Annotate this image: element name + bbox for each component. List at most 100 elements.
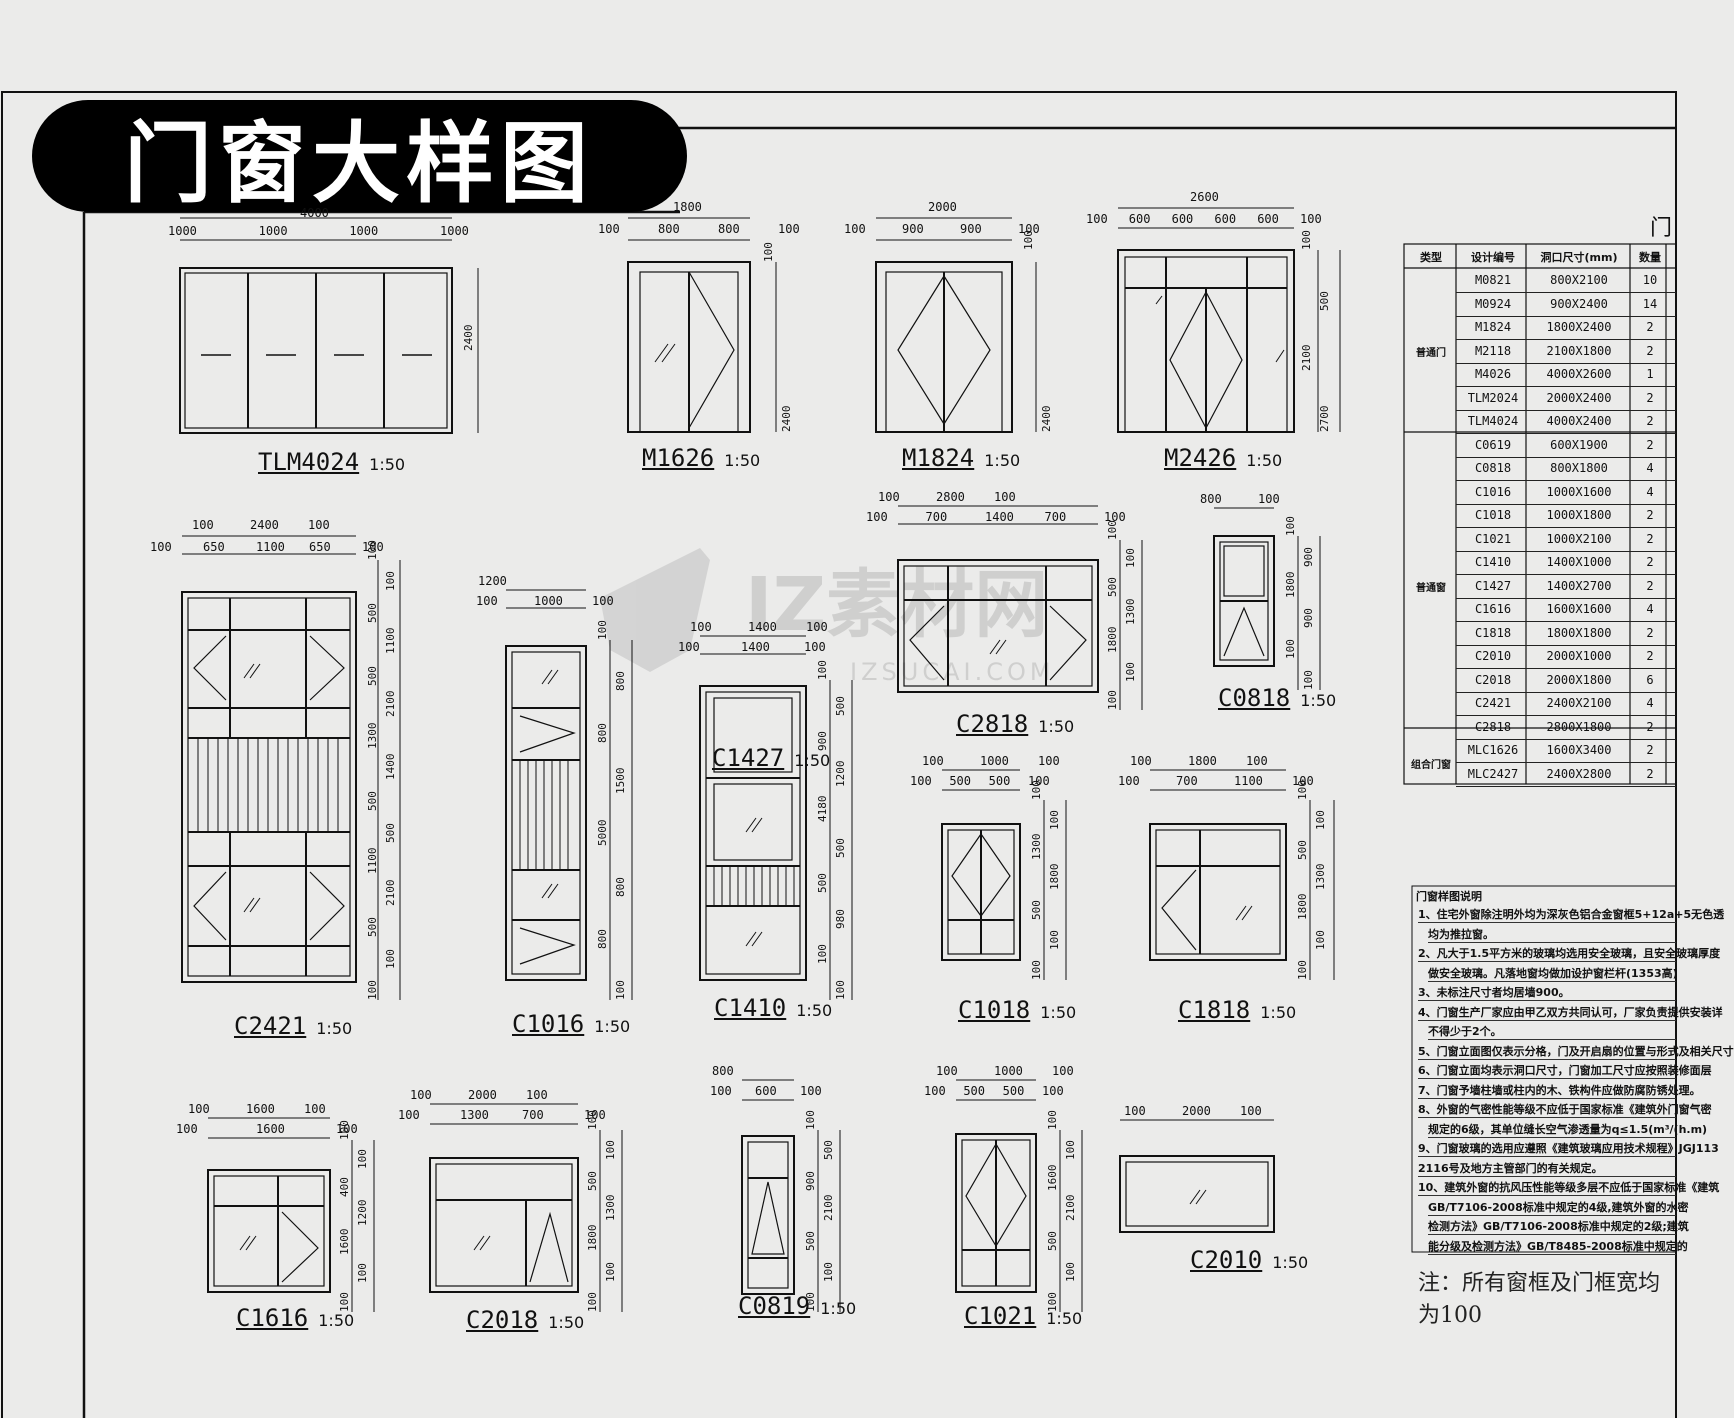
dimension-top: 2800	[936, 490, 965, 504]
dimension-top: 4000	[300, 206, 329, 220]
schedule-cell: 4	[1646, 461, 1654, 475]
drawing-code: M1824	[902, 444, 975, 472]
notes-table-grid	[1411, 885, 1677, 1253]
dimension-sub: 100	[866, 510, 888, 524]
dimension-top: 100	[308, 518, 330, 532]
dimension-side: 5000	[596, 819, 609, 846]
drawing-scale: 1:50	[984, 451, 1021, 470]
dimension-sub: 100	[1018, 222, 1040, 236]
drawing-code: C1410	[714, 994, 787, 1022]
schedule-group-type: 组合门窗	[1411, 759, 1451, 771]
dimension-top: 2000	[1182, 1104, 1211, 1118]
dimension-sub: 500	[1002, 1084, 1025, 1098]
schedule-cell: 2	[1646, 743, 1654, 757]
schedule-cell: 1000X1600	[1546, 484, 1612, 499]
dimension-side: 500	[1296, 840, 1309, 860]
dimension-side: 1300	[1124, 598, 1137, 626]
drawing-code: C1616	[236, 1304, 309, 1332]
schedule-header: 设计编号	[1471, 251, 1515, 264]
dimension-top: 100	[1246, 754, 1268, 768]
dimension-side: 2100	[1064, 1194, 1077, 1222]
drawing-code: C2010	[1190, 1246, 1263, 1274]
schedule-cell: 2	[1646, 625, 1654, 640]
dimension-side: 100	[1064, 1261, 1077, 1282]
schedule-group-type: 普通门	[1416, 348, 1446, 360]
schedule-cell: TLM4024	[1467, 414, 1519, 428]
schedule-cell: 2400X2800	[1546, 766, 1612, 781]
dimension-side: 500	[816, 873, 829, 894]
schedule-cell: 800X2100	[1550, 273, 1608, 287]
dimension-side: 100	[1314, 810, 1327, 830]
schedule-cell: C2018	[1474, 672, 1512, 687]
drawing-scale: 1:50	[1260, 1003, 1297, 1022]
dimension-side: 500	[366, 917, 379, 938]
dimension-side: 100	[1300, 230, 1313, 250]
dimension-side: 900	[816, 731, 829, 752]
note-line: 7、门窗予墙柱墙或柱内的木、铁构件应做防腐防锈处理。	[1418, 1083, 1701, 1099]
schedule-cell: 4000X2400	[1546, 414, 1612, 428]
schedule-cell: C1410	[1474, 555, 1512, 569]
watermark-url: IZSUCAI.COM	[850, 658, 1055, 686]
dimension-side: 500	[384, 822, 397, 843]
schedule-cell: 2	[1646, 578, 1654, 593]
dimension-sub: 1000	[349, 224, 379, 238]
schedule-cell: 900X2400	[1550, 296, 1608, 311]
drawing-code: C1018	[958, 996, 1031, 1024]
schedule-cell: 2	[1646, 649, 1654, 663]
schedule-table-grid	[1403, 243, 1677, 785]
drawing-code: M2426	[1164, 444, 1237, 472]
dimension-side: 400	[338, 1177, 351, 1198]
dimension-sub: 100	[336, 1122, 358, 1136]
dimension-side: 2100	[822, 1194, 835, 1222]
drawing-code: C2018	[466, 1306, 539, 1334]
drawing-scale: 1:50	[318, 1311, 355, 1330]
drawing-M1824	[875, 217, 1037, 433]
schedule-cell: 14	[1642, 296, 1658, 311]
note-line: 6、门窗立面均表示洞口尺寸，门窗加工尺寸应按照装修面层	[1418, 1064, 1712, 1079]
dimension-sub: 100	[910, 774, 932, 788]
schedule-row-line	[1456, 527, 1676, 528]
dimension-side: 100	[1296, 960, 1309, 980]
drawing-M2426	[1117, 207, 1341, 433]
schedule-row-line	[1456, 621, 1676, 622]
dimension-sub: 100	[1042, 1084, 1064, 1098]
dimension-side: 100	[384, 948, 397, 969]
dimension-side: 800	[596, 928, 609, 949]
dimension-sub: 700	[1044, 510, 1067, 524]
dimension-sub: 100	[584, 1108, 606, 1122]
dimension-top: 100	[1130, 754, 1152, 768]
schedule-cell: 4	[1646, 602, 1654, 616]
schedule-row-line	[1456, 315, 1676, 317]
dimension-sub: 600	[1128, 212, 1151, 226]
drawing-scale: 1:50	[1300, 691, 1337, 710]
drawing-M1626	[627, 217, 777, 433]
dimension-sub: 650	[203, 540, 225, 554]
dimension-sub: 100	[362, 540, 384, 554]
dimension-sub: 700	[925, 510, 948, 524]
dimension-sub: 600	[1257, 212, 1279, 226]
schedule-cell: 1000X1800	[1546, 508, 1612, 522]
note-line: 5、门窗立面图仅表示分格，门及开启扇的位置与形式及相关尺寸	[1418, 1044, 1734, 1060]
dimension-side: 100	[338, 1120, 351, 1140]
drawing-code: C2421	[234, 1012, 307, 1040]
schedule-cell: 4	[1646, 484, 1654, 499]
dimension-sub: 100	[1118, 774, 1140, 788]
dimension-sub: 500	[949, 774, 972, 788]
schedule-row-line	[1456, 668, 1676, 669]
drawing-scale: 1:50	[316, 1019, 353, 1038]
drawing-scale: 1:50	[369, 455, 406, 474]
note-line: GB/T7106-2008标准中规定的4级,建筑外窗的水密	[1428, 1200, 1689, 1216]
schedule-cell: 2	[1646, 719, 1654, 734]
dimension-top: 1200	[478, 574, 507, 588]
dimension-top: 100	[1258, 492, 1280, 506]
schedule-cell: 2	[1646, 766, 1654, 781]
dimension-side: 500	[834, 695, 847, 716]
dimension-top: 1400	[748, 620, 777, 634]
dimension-side: 800	[614, 877, 627, 898]
dimension-side: 100	[366, 540, 379, 560]
